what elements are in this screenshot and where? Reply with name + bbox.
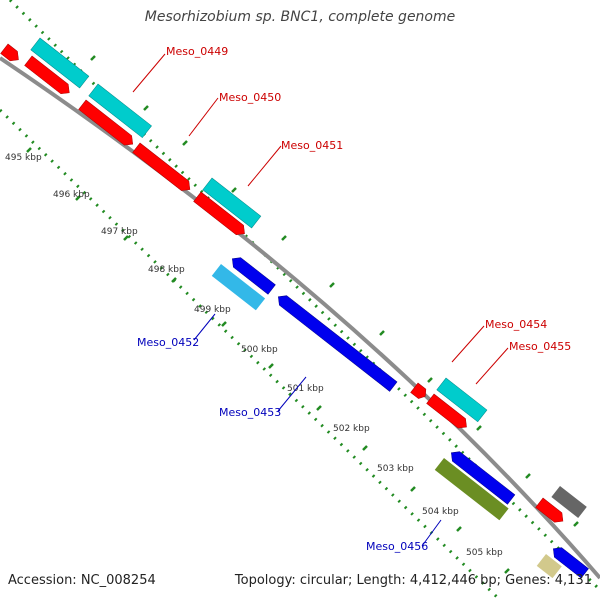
leader-line	[188, 97, 219, 137]
leader-line	[451, 325, 485, 363]
gene-arrow	[426, 393, 467, 429]
tick-label: 496 kbp	[53, 190, 90, 200]
inner-tick	[316, 405, 322, 411]
inner-ticks	[26, 147, 510, 574]
outer-tick	[182, 140, 188, 146]
leader-line	[193, 313, 216, 341]
outer-tick	[143, 105, 149, 111]
tick-label: 504 kbp	[422, 507, 459, 517]
gene-arrow	[535, 497, 564, 523]
grey-feature	[551, 486, 587, 518]
outer-ticks	[90, 55, 579, 527]
tick-label: 505 kbp	[466, 548, 503, 558]
gene-arrow	[193, 191, 245, 235]
outer-tick	[476, 425, 482, 431]
tick-label: 498 kbp	[148, 265, 185, 275]
accession-text: Accession: NC_008254	[8, 573, 156, 588]
leader-line	[132, 53, 166, 93]
outer-tick	[525, 473, 531, 479]
feature-bar	[30, 37, 90, 89]
tick-label: 497 kbp	[101, 227, 138, 237]
gene-arrow	[0, 43, 19, 62]
gene-label: Meso_0452	[137, 336, 199, 349]
forward-features	[30, 37, 488, 423]
inner-tick	[171, 277, 177, 283]
tick-label: 500 kbp	[241, 345, 278, 355]
gene-label: Meso_0449	[166, 45, 228, 58]
gene-arrow	[278, 295, 398, 392]
gene-arrow	[132, 142, 191, 191]
outer-tick	[573, 521, 579, 527]
outer-tick	[231, 187, 237, 193]
inner-tick	[504, 568, 510, 574]
leader-line	[277, 376, 307, 412]
feature-bar	[436, 377, 488, 423]
outer-tick	[427, 377, 433, 383]
gene-arrow	[553, 547, 589, 579]
inner-tick	[268, 363, 274, 369]
gene-labels: Meso_0449 Meso_0450 Meso_0451 Meso_0454 …	[137, 45, 571, 553]
gene-arrow	[232, 257, 276, 295]
inner-tick	[75, 195, 81, 201]
khaki-feature	[536, 554, 562, 579]
leader-line	[475, 347, 509, 385]
gene-arrow	[451, 451, 516, 505]
leader-line	[421, 519, 442, 547]
inner-tick	[123, 235, 129, 241]
reverse-genes	[232, 257, 589, 579]
gene-label: Meso_0451	[281, 139, 343, 152]
outer-tick	[379, 330, 385, 336]
genome-info-text: Topology: circular; Length: 4,412,446 bp…	[234, 573, 592, 588]
tick-labels: 495 kbp 496 kbp 497 kbp 498 kbp 499 kbp …	[5, 153, 503, 558]
genome-backbone	[0, 56, 600, 580]
tick-label: 499 kbp	[194, 305, 231, 315]
feature-bar	[202, 177, 262, 229]
inner-tick	[410, 486, 416, 492]
tick-label: 502 kbp	[333, 424, 370, 434]
gene-label: Meso_0455	[509, 340, 571, 353]
outer-tick	[90, 55, 96, 61]
lightblue-feature	[211, 264, 266, 311]
tick-label: 501 kbp	[287, 384, 324, 394]
outer-tick	[329, 282, 335, 288]
tick-label: 503 kbp	[377, 464, 414, 474]
map-title: Mesorhizobium sp. BNC1, complete genome	[144, 9, 456, 25]
gene-arrow	[410, 382, 427, 399]
forward-genes	[0, 43, 564, 523]
inner-tick	[362, 445, 368, 451]
outer-tick	[281, 235, 287, 241]
leader-lines	[132, 53, 509, 547]
inner-tick	[221, 321, 227, 327]
inner-tick	[456, 526, 462, 532]
feature-bar	[88, 83, 152, 139]
gene-label: Meso_0453	[219, 406, 281, 419]
gene-label: Meso_0456	[366, 540, 428, 553]
olive-feature	[434, 458, 509, 521]
tick-label: 495 kbp	[5, 153, 42, 163]
gene-label: Meso_0454	[485, 318, 547, 331]
gene-label: Meso_0450	[219, 91, 281, 104]
gene-arrow	[24, 55, 70, 95]
misc-features	[211, 264, 587, 579]
gene-arrow	[78, 99, 134, 146]
leader-line	[247, 145, 282, 187]
inner-tick	[26, 147, 32, 153]
